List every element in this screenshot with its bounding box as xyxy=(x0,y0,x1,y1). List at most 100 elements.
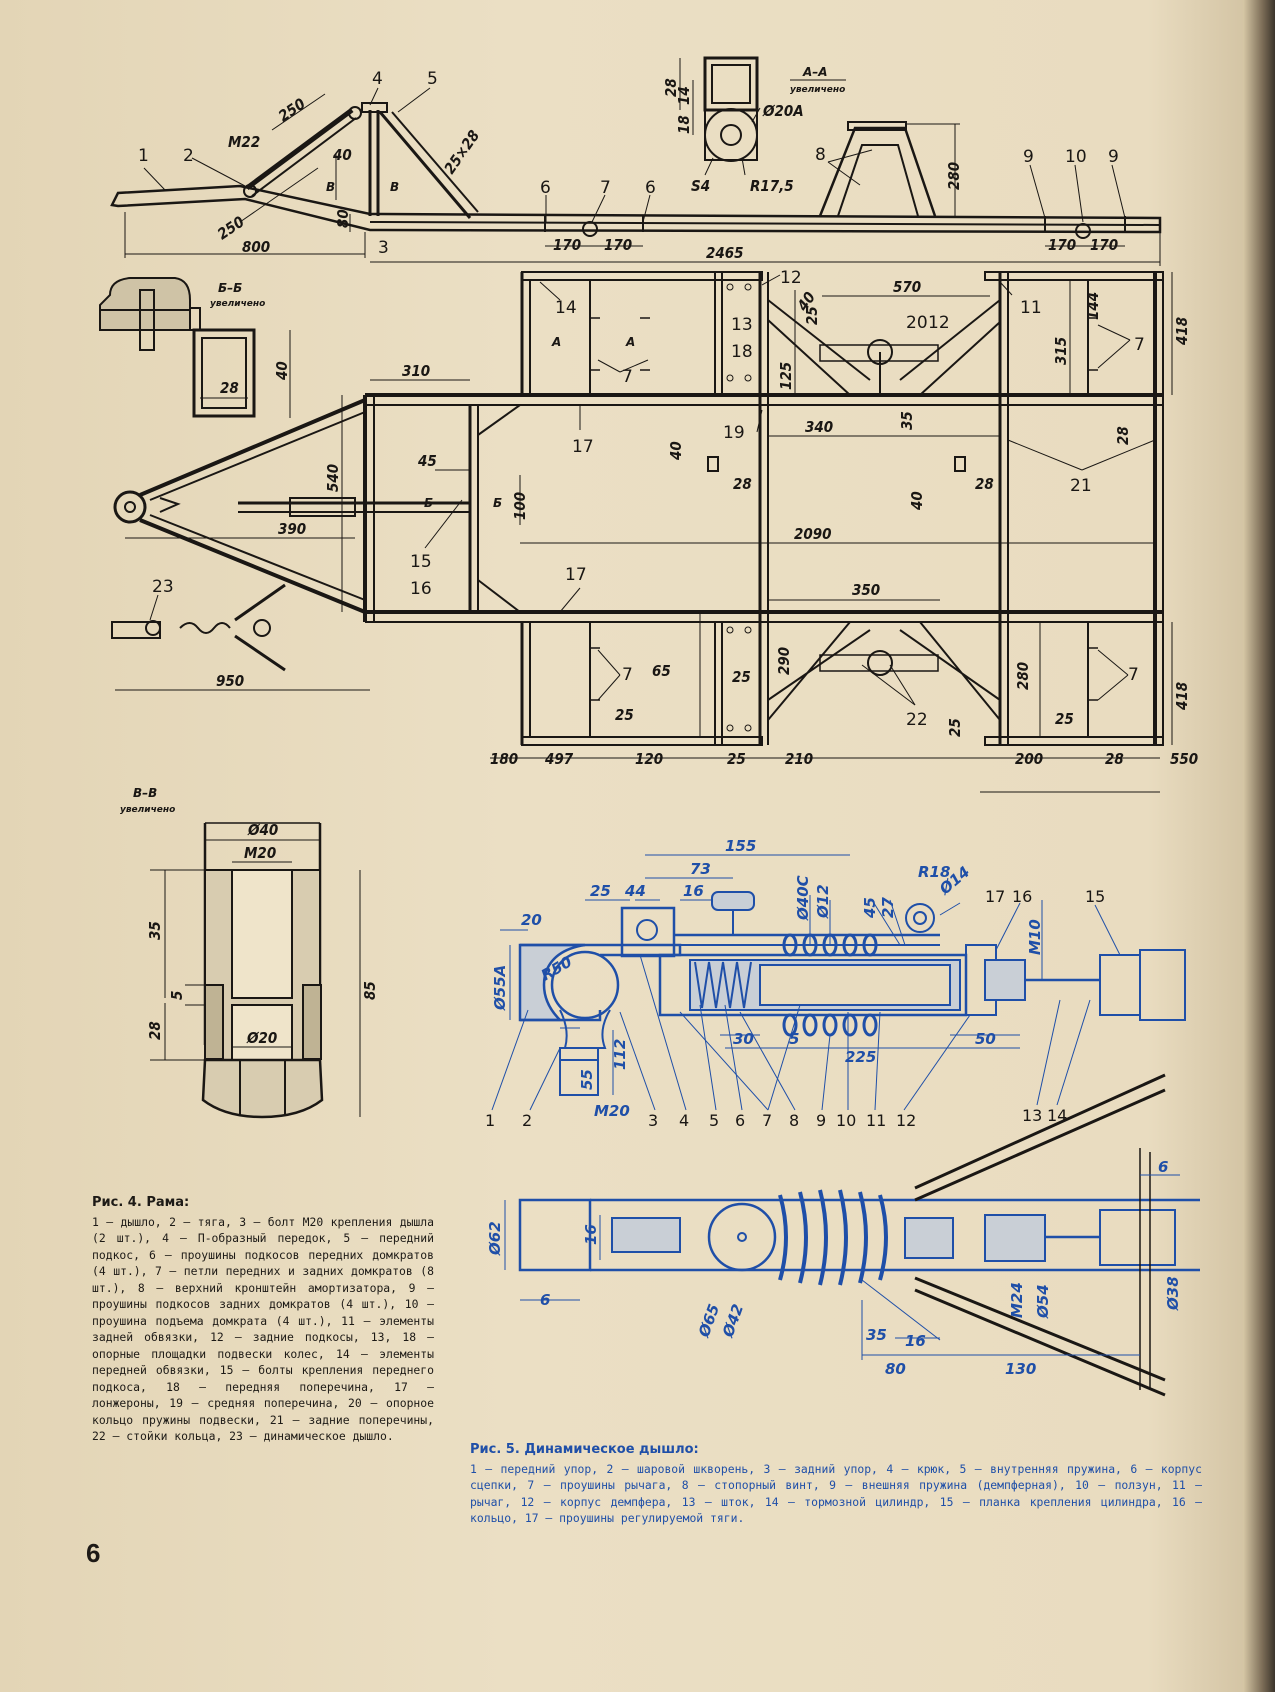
callout-5-2: 2 xyxy=(522,1111,532,1130)
callout-17-lower: 17 xyxy=(565,565,587,585)
dim-VV-28: 28 xyxy=(146,1021,164,1040)
drawbar-section-view: 1 2 3 4 5 6 7 8 9 10 11 12 13 14 15 17 1… xyxy=(485,837,1186,1130)
dim-120: 25 xyxy=(727,750,746,768)
dim-VV-5: 5 xyxy=(168,991,186,1000)
dim-35: 35 xyxy=(898,411,916,430)
dim5-50: 50 xyxy=(975,1030,996,1048)
callout-20: 20 xyxy=(906,313,928,333)
dim5-5: 5 xyxy=(789,1030,799,1048)
dim-AA-s4: S4 xyxy=(691,177,710,195)
frame-side-view: 1 2 3 4 5 6 7 6 8 9 10 9 250 M22 40 250 … xyxy=(110,69,1162,266)
dim5p-d65: Ø65 xyxy=(695,1302,724,1341)
callout-7-rear-lower: 7 xyxy=(1128,665,1139,685)
dim-AA-18: 18 xyxy=(675,115,693,134)
dim5-m10: M10 xyxy=(1026,919,1044,955)
dim5-55: 55 xyxy=(578,1069,596,1090)
dim-2090: 2090 xyxy=(794,525,832,543)
dim-25-a: 25 xyxy=(732,668,751,686)
dim5p-35: 35 xyxy=(866,1326,887,1344)
cut-mark-B-left: B xyxy=(326,180,335,194)
dim-315: 315 xyxy=(1052,337,1070,365)
dim-VV-m20: M20 xyxy=(244,844,276,862)
callout-17-upper: 17 xyxy=(572,437,594,457)
dim-280-plan: 280 xyxy=(1014,662,1032,690)
dim5p-6-right: 6 xyxy=(1158,1158,1168,1176)
section-VV: В–В увеличено Ø40 M20 35 5 28 85 Ø20 xyxy=(120,786,379,1119)
dim-170-a: 170 xyxy=(553,236,581,254)
dim5p-d54: Ø54 xyxy=(1034,1284,1052,1319)
figure-4-caption-title: Рис. 4. Рама: xyxy=(92,1195,190,1210)
callout-13: 13 xyxy=(731,315,753,335)
section-BB-subtitle: увеличено xyxy=(210,299,265,309)
dim-350: 350 xyxy=(852,581,880,599)
dim5-d40c: Ø40С xyxy=(794,875,812,921)
dim-VV-35: 35 xyxy=(146,921,164,940)
callout-16: 16 xyxy=(410,579,432,599)
callout-5-5: 5 xyxy=(709,1111,719,1130)
section-AA-subtitle: увеличено xyxy=(790,85,845,95)
dim5-25: 25 xyxy=(590,882,611,900)
dim-800: 800 xyxy=(242,238,270,256)
callout-14: 14 xyxy=(555,298,577,318)
callout-9b: 9 xyxy=(1108,147,1119,167)
section-AA: А–А увеличено 28 14 18 Ø20А S4 R17,5 xyxy=(662,56,846,195)
dim-540: 540 xyxy=(324,464,342,492)
dim-VV-85: 85 xyxy=(361,981,379,1000)
dim-125: 125 xyxy=(777,362,795,390)
dim-310: 310 xyxy=(402,362,430,380)
dim5-d12: Ø12 xyxy=(814,884,832,919)
dim-40-b: 40 xyxy=(908,491,926,510)
dim-25-b: 25 xyxy=(615,706,634,724)
callout-8: 8 xyxy=(815,145,826,165)
dim-180: 497 xyxy=(545,750,574,768)
callout-23: 23 xyxy=(152,577,174,597)
dim5-m20: M20 xyxy=(594,1102,630,1120)
dim-418-top: 418 xyxy=(1173,317,1191,345)
callout-10: 10 xyxy=(1065,147,1087,167)
dim-2465: 2465 xyxy=(706,244,744,262)
dim5-73: 73 xyxy=(690,860,711,878)
callout-5-9: 9 xyxy=(816,1111,826,1130)
dim-25-strut: 25 xyxy=(803,306,821,325)
figure-5-caption: Рис. 5. Динамическое дышло: 1 — передний… xyxy=(470,1442,1202,1527)
dim-BB-40: 40 xyxy=(273,361,291,380)
figure-5-caption-title: Рис. 5. Динамическое дышло: xyxy=(470,1442,699,1457)
callout-19: 19 xyxy=(723,423,745,443)
dim5-112: 112 xyxy=(611,1039,629,1070)
dim-28-c: 28 xyxy=(1114,426,1132,445)
callout-5-13: 13 xyxy=(1022,1106,1042,1125)
dim-290: 290 xyxy=(775,647,793,675)
callout-18: 18 xyxy=(731,342,753,362)
dim5-20: 20 xyxy=(521,911,542,929)
callout-7-lower: 7 xyxy=(622,665,633,685)
dim5p-d42: Ø42 xyxy=(719,1302,748,1341)
dim5p-130: 130 xyxy=(1005,1360,1036,1378)
callout-5-6: 6 xyxy=(735,1111,745,1130)
dim-25-d: 25 xyxy=(1055,710,1074,728)
callout-5-8: 8 xyxy=(789,1111,799,1130)
callout-6b: 6 xyxy=(645,178,656,198)
dim5-155: 155 xyxy=(725,837,756,855)
dim5-30: 30 xyxy=(733,1030,754,1048)
callout-1: 1 xyxy=(138,146,149,166)
dim5p-80: 80 xyxy=(885,1360,906,1378)
dim-950: 950 xyxy=(216,672,244,690)
dim-40-a: 40 xyxy=(667,441,685,460)
callout-4: 4 xyxy=(372,69,383,89)
dim-AA-28: 28 xyxy=(662,78,680,97)
callout-22: 22 xyxy=(906,710,928,730)
cut-mark-B-right: B xyxy=(390,180,399,194)
dim5-16: 16 xyxy=(683,882,704,900)
section-VV-subtitle: увеличено xyxy=(120,805,175,815)
dim-m22: M22 xyxy=(228,133,260,151)
cut-mark-Б-right: Б xyxy=(493,496,502,510)
callout-5-3: 3 xyxy=(648,1111,658,1130)
dim-25-e: 180 xyxy=(490,750,518,768)
callout-5-7: 7 xyxy=(762,1111,772,1130)
dim5p-d62: Ø62 xyxy=(486,1221,504,1256)
dim5-44: 44 xyxy=(624,882,646,900)
dim-BB-28: 28 xyxy=(220,379,239,397)
callout-7-upper: 7 xyxy=(622,367,633,387)
